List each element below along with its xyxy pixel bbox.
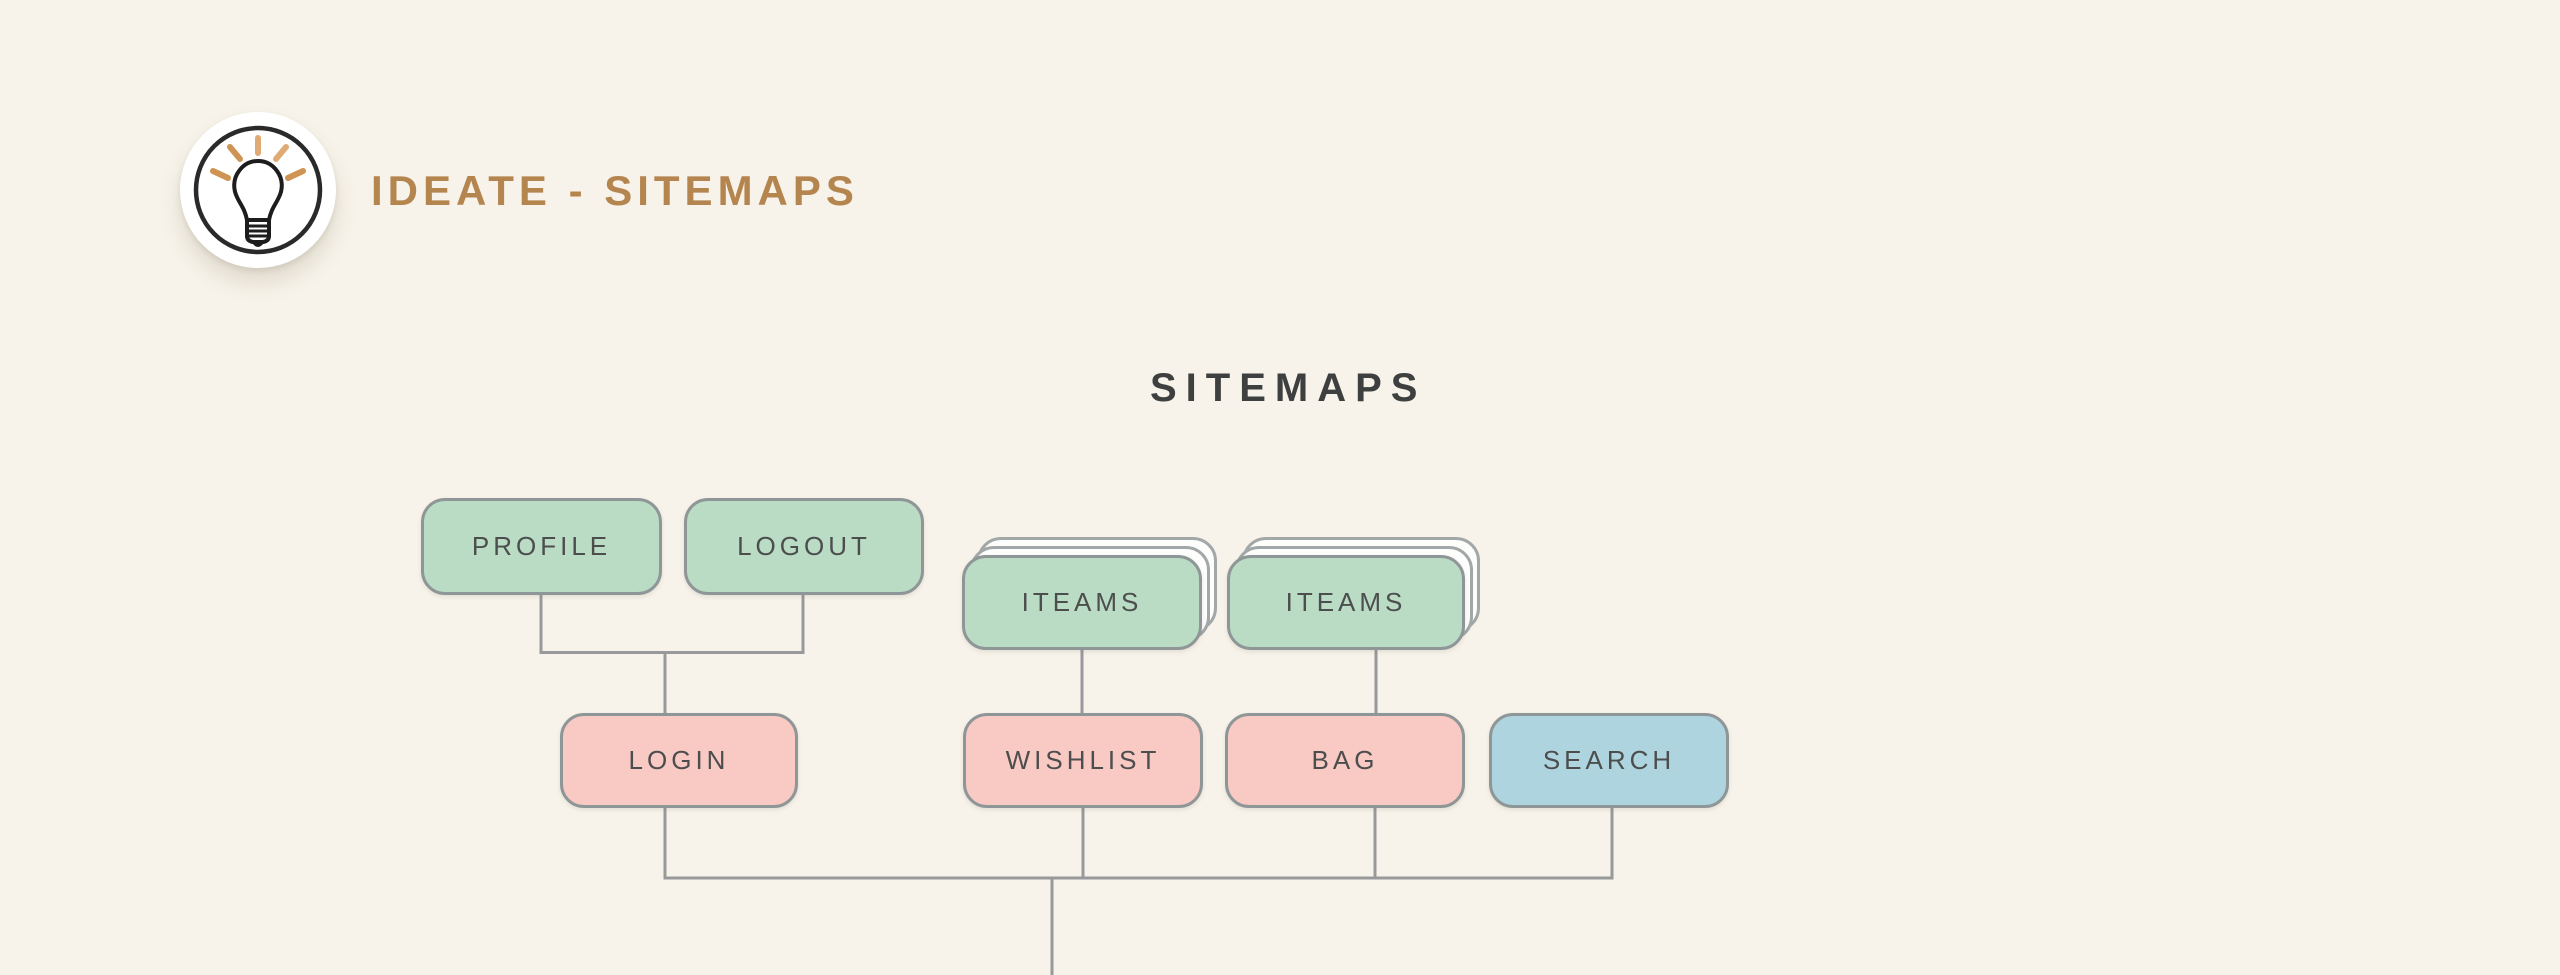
- node-iteams-right[interactable]: ITEAMS: [1227, 555, 1465, 650]
- diagram-title: SITEMAPS: [1150, 366, 1427, 410]
- node-logout[interactable]: LOGOUT: [684, 498, 924, 595]
- node-label: LOGOUT: [737, 531, 871, 561]
- node-label: SEARCH: [1542, 745, 1676, 775]
- node-iteams-left-stack: ITEAMS: [962, 537, 1217, 650]
- node-iteams-right-stack: ITEAMS: [1227, 537, 1480, 650]
- node-label: ITEAMS: [1021, 587, 1143, 617]
- node-iteams-left[interactable]: ITEAMS: [962, 555, 1202, 650]
- node-login[interactable]: LOGIN: [560, 713, 798, 808]
- node-label: PROFILE: [471, 531, 612, 561]
- node-wishlist[interactable]: WISHLIST: [963, 713, 1203, 808]
- ideate-logo: [180, 112, 336, 268]
- node-label: WISHLIST: [1005, 745, 1161, 775]
- node-profile[interactable]: PROFILE: [421, 498, 662, 595]
- node-label: BAG: [1311, 745, 1379, 775]
- node-label: LOGIN: [628, 745, 730, 775]
- page-title: IDEATE - SITEMAPS: [371, 167, 859, 214]
- node-bag[interactable]: BAG: [1225, 713, 1465, 808]
- node-label: ITEAMS: [1285, 587, 1407, 617]
- lightbulb-icon: [193, 125, 323, 255]
- node-search[interactable]: SEARCH: [1489, 713, 1729, 808]
